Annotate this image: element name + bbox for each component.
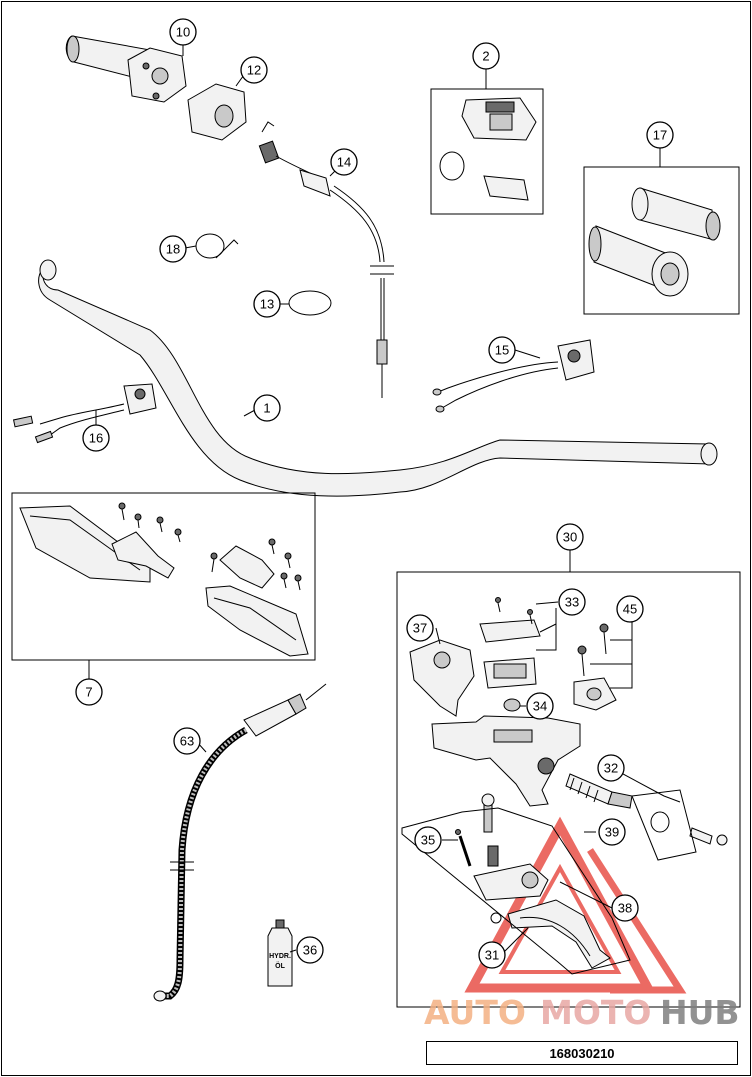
hydraulic-oil-bottle: HYDR. ÖL — [267, 919, 293, 987]
handguard-bolts — [118, 502, 302, 591]
callout-63-label: 63 — [180, 734, 194, 749]
box-switch — [430, 88, 544, 215]
handguard-right — [205, 545, 309, 657]
callout-35: 35 — [414, 826, 442, 854]
callout-36: 36 — [296, 936, 324, 964]
callout-18: 18 — [159, 235, 187, 263]
callout-2: 2 — [472, 42, 500, 70]
clutch-hose — [153, 683, 327, 1002]
kill-switch-left — [12, 383, 157, 444]
callout-34: 34 — [526, 692, 554, 720]
callout-15-label: 15 — [495, 343, 509, 358]
callout-18-label: 18 — [166, 242, 180, 257]
callout-14: 14 — [330, 148, 358, 176]
callout-35-label: 35 — [421, 833, 435, 848]
callout-2-label: 2 — [482, 49, 489, 64]
cable-tie — [195, 233, 239, 259]
watermark-logo: AUTO MOTO HUB — [424, 993, 740, 1032]
callout-39-label: 39 — [605, 825, 619, 840]
callout-31: 31 — [478, 941, 506, 969]
throttle-cable — [258, 121, 394, 398]
bottle-label-line2: ÖL — [275, 961, 285, 970]
bottle-label-line1: HYDR. — [269, 953, 291, 960]
leader-lines — [88, 44, 681, 953]
throttle-cover — [187, 83, 247, 141]
callout-10-label: 10 — [176, 25, 190, 40]
callout-37: 37 — [406, 614, 434, 642]
watermark-triangle — [464, 816, 687, 994]
callout-15: 15 — [488, 336, 516, 364]
callout-1: 1 — [253, 394, 281, 422]
callout-33: 33 — [558, 588, 586, 616]
diagram-id-text: 168030210 — [549, 1045, 615, 1061]
map-switch-right — [432, 339, 595, 413]
callout-45-label: 45 — [623, 602, 637, 617]
callout-17: 17 — [646, 121, 674, 149]
handlebar — [38, 259, 718, 497]
callout-13: 13 — [253, 290, 281, 318]
handguard-left — [19, 505, 175, 583]
watermark-hub: HUB — [660, 993, 740, 1032]
callout-17-label: 17 — [653, 128, 667, 143]
callout-36-label: 36 — [303, 943, 317, 958]
callout-34-label: 34 — [533, 699, 547, 714]
callout-38: 38 — [611, 894, 639, 922]
callout-14-label: 14 — [337, 155, 351, 170]
diagram-id-box: 168030210 — [426, 1041, 738, 1065]
callout-12-label: 12 — [247, 63, 261, 78]
callout-38-label: 38 — [618, 901, 632, 916]
box-clutch-master — [396, 571, 741, 1008]
callout-32-label: 32 — [604, 761, 618, 776]
grip-set — [588, 187, 721, 297]
callout-30-label: 30 — [563, 530, 577, 545]
callout-16-label: 16 — [89, 431, 103, 446]
callout-63: 63 — [173, 727, 201, 755]
callout-32: 32 — [597, 754, 625, 782]
switch-part-2 — [439, 97, 537, 201]
watermark-auto: AUTO — [424, 993, 526, 1032]
callout-33-label: 33 — [565, 595, 579, 610]
callout-16: 16 — [82, 424, 110, 452]
throttle-grip — [65, 35, 187, 103]
box-grips — [583, 166, 740, 315]
callout-7-label: 7 — [85, 685, 92, 700]
callout-31-label: 31 — [485, 948, 499, 963]
callout-7: 7 — [75, 678, 103, 706]
watermark-moto: MOTO — [540, 993, 651, 1032]
callout-37-label: 37 — [413, 621, 427, 636]
callout-39: 39 — [598, 818, 626, 846]
callout-1-label: 1 — [263, 401, 270, 416]
callout-13-label: 13 — [260, 297, 274, 312]
callout-45: 45 — [616, 595, 644, 623]
callouts: 10 12 2 17 14 18 13 15 1 16 7 63 36 30 3… — [75, 18, 674, 969]
callout-12: 12 — [240, 56, 268, 84]
callout-30: 30 — [556, 523, 584, 551]
callout-10: 10 — [169, 18, 197, 46]
o-ring — [288, 290, 332, 316]
box-handguards — [11, 492, 316, 661]
clutch-master-parts — [401, 597, 728, 975]
